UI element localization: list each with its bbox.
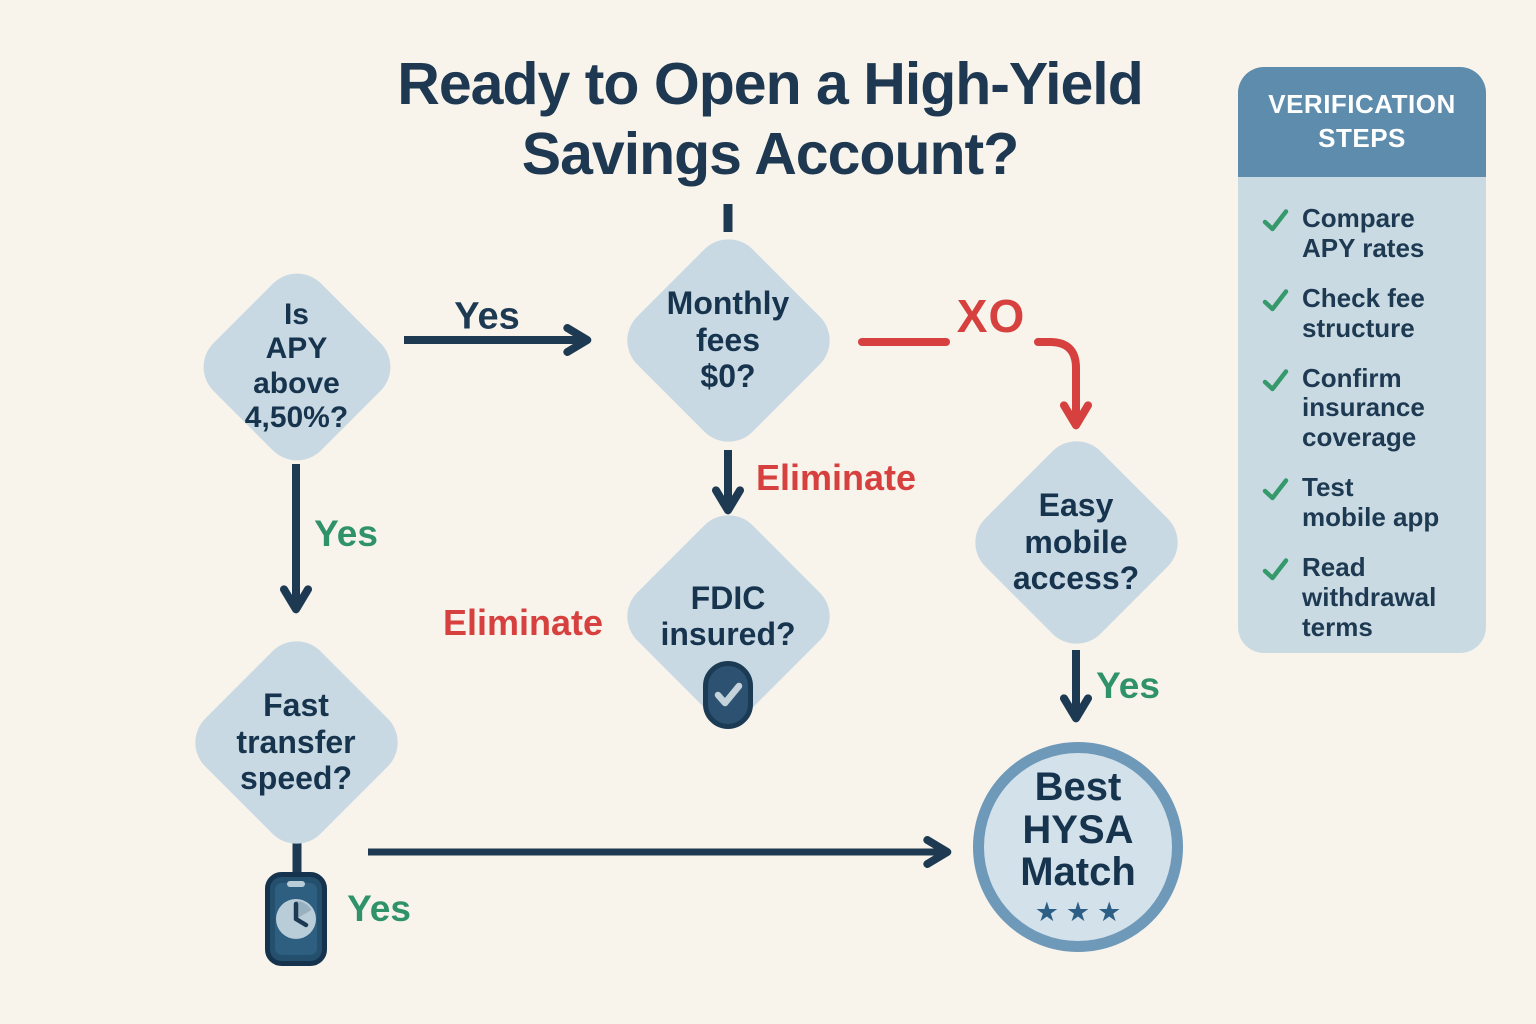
node-fast-transfer: Fast transfer speed? bbox=[181, 627, 411, 857]
list-item: Check fee structure bbox=[1262, 282, 1472, 344]
node-monthly-fees-label: Monthly fees $0? bbox=[666, 285, 790, 395]
list-item-label: Compare APY rates bbox=[1302, 203, 1425, 263]
list-item: Confirm insurance coverage bbox=[1262, 362, 1472, 454]
node-easy-mobile-label: Easy mobile access? bbox=[1012, 487, 1140, 597]
page-title: Ready to Open a High-Yield Savings Accou… bbox=[397, 51, 1143, 187]
node-easy-mobile: Easy mobile access? bbox=[961, 427, 1191, 657]
check-badge-icon bbox=[703, 661, 753, 729]
node-best-hysa-match-label: Best HYSA Match bbox=[1020, 765, 1136, 895]
node-apy-above: Is APY above 4,50%? bbox=[189, 259, 404, 474]
verification-steps-header: VERIFICATION STEPS bbox=[1238, 67, 1486, 177]
list-item-label: Test mobile app bbox=[1302, 472, 1440, 533]
verification-steps-list: Compare APY rates Check fee structure Co… bbox=[1238, 177, 1486, 653]
list-item-label: Confirm insurance coverage bbox=[1302, 362, 1425, 453]
list-item-label: Read withdrawal terms bbox=[1302, 552, 1437, 642]
phone-clock-icon bbox=[265, 872, 327, 966]
check-icon bbox=[1262, 558, 1289, 581]
edge-label-eliminate-fdic: Eliminate bbox=[442, 602, 604, 643]
node-fdic-insured-label: FDIC insured? bbox=[660, 579, 796, 652]
check-icon bbox=[1262, 478, 1289, 501]
list-item: Read withdrawal terms bbox=[1262, 552, 1472, 643]
edge-label-yes-apy-to-fast: Yes bbox=[314, 513, 378, 554]
edge-label-no-monthly: XO bbox=[956, 290, 1026, 342]
check-icon bbox=[1262, 368, 1289, 391]
star-rating-icon: ★★★ bbox=[1034, 896, 1129, 927]
node-fdic-insured: FDIC insured? bbox=[613, 501, 843, 731]
check-icon bbox=[1262, 289, 1289, 312]
check-icon bbox=[1262, 209, 1289, 232]
node-best-hysa-match: Best HYSA Match ★★★ bbox=[973, 742, 1183, 952]
node-fast-transfer-label: Fast transfer speed? bbox=[236, 687, 356, 797]
edge-label-yes-apy-to-monthly: Yes bbox=[454, 295, 520, 338]
node-monthly-fees: Monthly fees $0? bbox=[613, 225, 843, 455]
node-apy-above-label: Is APY above 4,50%? bbox=[244, 298, 349, 434]
list-item: Compare APY rates bbox=[1262, 203, 1472, 264]
verification-steps-panel: VERIFICATION STEPS Compare APY rates Che… bbox=[1238, 67, 1486, 653]
edge-label-yes-easy-to-match: Yes bbox=[1096, 665, 1160, 706]
edge-label-eliminate-monthly: Eliminate bbox=[755, 457, 917, 498]
list-item-label: Check fee structure bbox=[1302, 282, 1425, 343]
list-item: Test mobile app bbox=[1262, 472, 1472, 533]
edge-label-yes-fast-to-match: Yes bbox=[347, 888, 411, 929]
